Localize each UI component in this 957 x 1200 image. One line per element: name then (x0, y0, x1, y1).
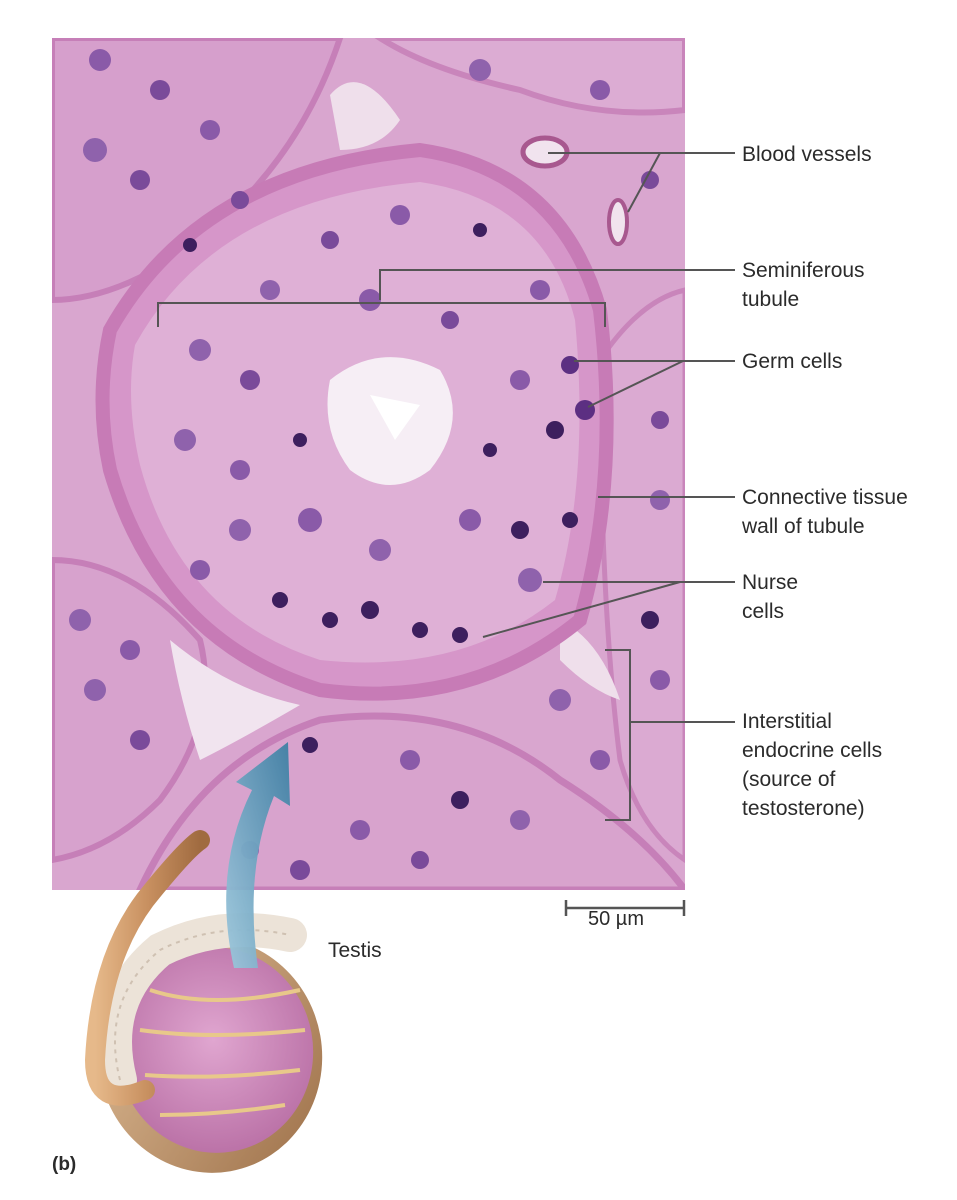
label-testis: Testis (328, 939, 382, 962)
panel-letter: (b) (52, 1154, 77, 1175)
micrograph (52, 38, 685, 890)
leader-germ-cells-2 (587, 360, 684, 408)
bracket-seminiferous-tubule (157, 302, 606, 327)
label-nurse-cells-line1: Nurse (742, 571, 799, 594)
label-interstitial-line1: Interstitial (742, 710, 832, 733)
scale-bar-label: 50 µm (588, 908, 644, 930)
label-interstitial-line3: (source of (742, 768, 836, 791)
label-connective-tissue-line1: Connective tissue (742, 486, 908, 509)
leader-seminiferous-tubule (379, 269, 735, 300)
leader-nurse-cells-2 (482, 581, 681, 638)
leader-blood-vessels-2 (627, 152, 661, 213)
cell-nuclei (69, 49, 670, 880)
label-seminiferous-tubule-line1: Seminiferous (742, 259, 865, 282)
label-blood-vessels: Blood vessels (742, 143, 872, 166)
label-connective-tissue-line2: wall of tubule (742, 515, 865, 538)
testis-illustration (84, 830, 323, 1173)
leader-lines (157, 152, 735, 821)
label-germ-cells: Germ cells (742, 350, 843, 373)
bracket-interstitial (605, 649, 631, 821)
scale-bar (564, 900, 686, 916)
label-interstitial-line2: endocrine cells (742, 739, 883, 762)
label-seminiferous-tubule-line2: tubule (742, 288, 800, 311)
label-interstitial-line4: testosterone) (742, 797, 865, 820)
label-nurse-cells-line2: cells (742, 600, 785, 623)
zoom-arrow (226, 742, 290, 968)
